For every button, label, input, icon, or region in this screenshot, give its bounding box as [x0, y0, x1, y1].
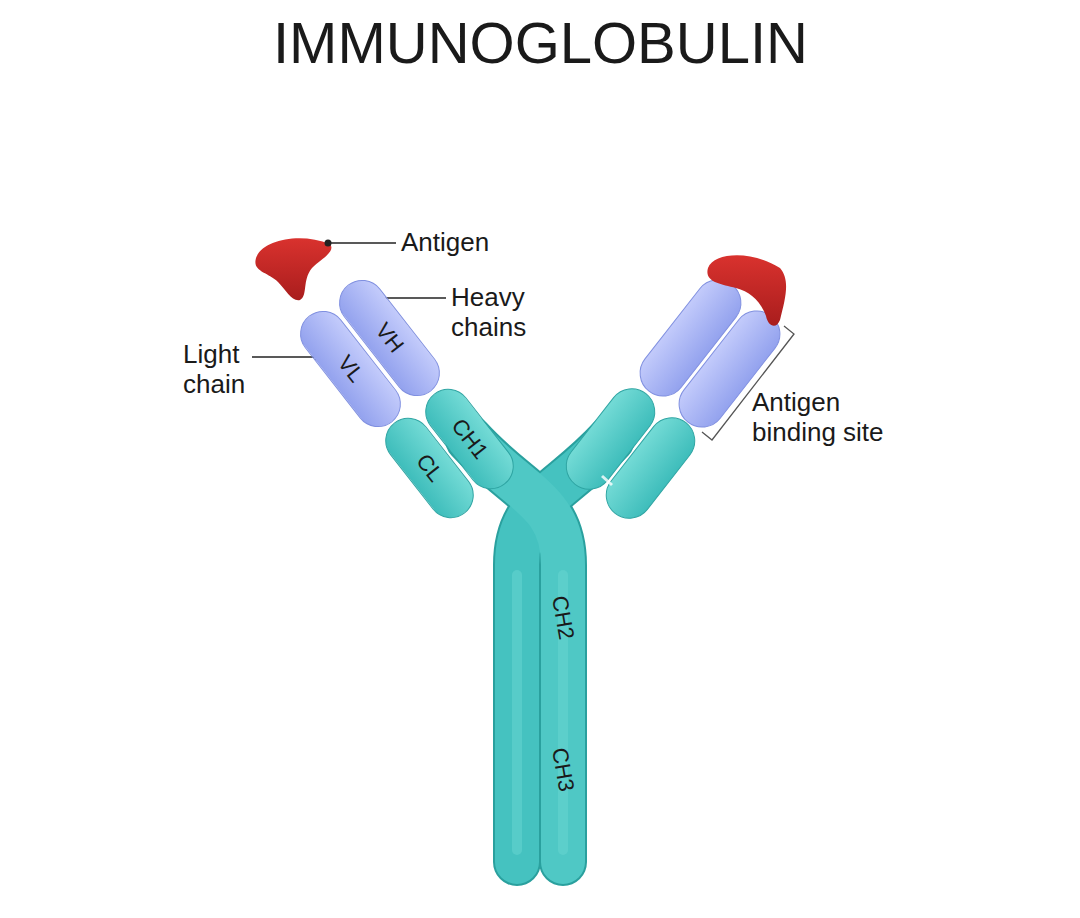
domain-label: VH: [370, 318, 409, 358]
callout-label: Light chain: [183, 340, 273, 400]
domain-label: VL: [332, 350, 369, 387]
title: IMMUNOGLOBULIN: [273, 10, 808, 77]
callout-label: Antigen binding site: [752, 388, 922, 448]
callout-label: Heavy chains: [451, 283, 571, 343]
antigen-shape: [255, 238, 331, 300]
antigen-shape: [707, 255, 786, 326]
domain-label: CL: [411, 449, 449, 487]
callout-label: Antigen: [401, 228, 489, 258]
heavy-chain-tubes: [469, 439, 611, 862]
